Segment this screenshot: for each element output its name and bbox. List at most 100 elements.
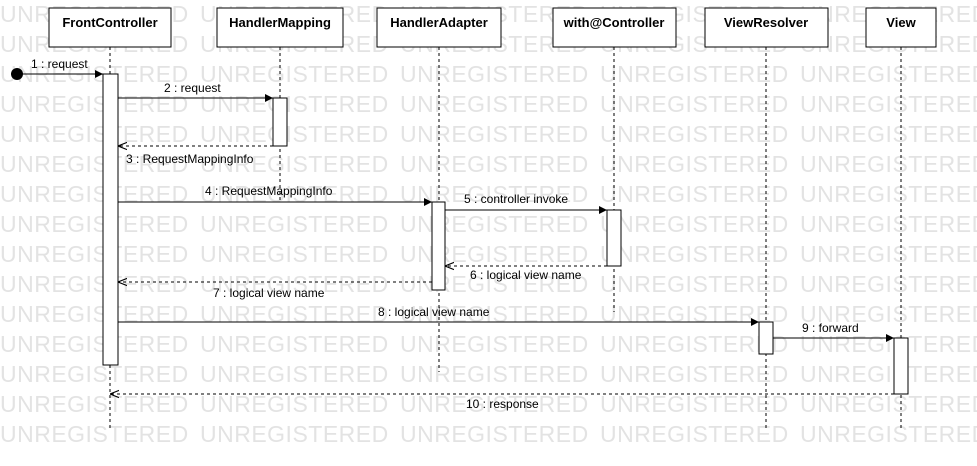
message-label: 10 : response <box>466 397 539 411</box>
watermark-text: UNREGISTERED <box>800 301 977 327</box>
watermark-text: UNREGISTERED <box>200 61 389 87</box>
participant-handleradapter[interactable]: HandlerAdapter <box>376 7 502 48</box>
watermark-text: UNREGISTERED <box>400 211 589 237</box>
watermark-text: UNREGISTERED <box>200 301 389 327</box>
message-label: 8 : logical view name <box>378 305 490 319</box>
activation-frontcontroller <box>102 73 119 366</box>
watermark-text: UNREGISTERED <box>600 271 789 297</box>
message-5: 5 : controller invoke <box>445 192 607 214</box>
watermark-text: UNREGISTERED <box>200 91 389 117</box>
participant-label: with@Controller <box>563 15 665 30</box>
watermark: UNREGISTERED UNREGISTERED UNREGISTERED UNRE… <box>0 1 977 447</box>
watermark-text: UNREGISTERED <box>800 391 977 417</box>
watermark-text: UNREGISTERED <box>600 121 789 147</box>
watermark-text: UNREGISTERED <box>0 391 189 417</box>
participant-label: HandlerMapping <box>229 15 331 30</box>
watermark-text: UNREGISTERED <box>800 121 977 147</box>
watermark-text: UNREGISTERED <box>0 301 189 327</box>
watermark-text: UNREGISTERED <box>800 151 977 177</box>
message-label: 7 : logical view name <box>213 286 325 300</box>
participants: FrontController HandlerMapping HandlerAd… <box>48 7 937 48</box>
watermark-text: UNREGISTERED <box>600 391 789 417</box>
message-8: 8 : logical view name <box>118 305 759 326</box>
messages: 1 : request 2 : request 3 : RequestMappi… <box>11 57 894 411</box>
watermark-text: UNREGISTERED <box>600 421 789 447</box>
message-3: 3 : RequestMappingInfo <box>118 146 273 166</box>
participant-label: ViewResolver <box>724 15 808 30</box>
message-7: 7 : logical view name <box>118 282 432 300</box>
watermark-text: UNREGISTERED <box>0 181 189 207</box>
watermark-text: UNREGISTERED <box>800 181 977 207</box>
watermark-text: UNREGISTERED <box>200 181 389 207</box>
watermark-text: UNREGISTERED <box>600 61 789 87</box>
watermark-text: UNREGISTERED <box>200 271 389 297</box>
message-label: 3 : RequestMappingInfo <box>126 152 254 166</box>
activation-handleradapter <box>431 201 446 291</box>
watermark-text: UNREGISTERED <box>800 241 977 267</box>
message-10: 10 : response <box>110 394 894 411</box>
message-label: 2 : request <box>164 81 221 95</box>
participant-controller[interactable]: with@Controller <box>552 7 677 48</box>
activation-view <box>893 337 909 395</box>
watermark-text: UNREGISTERED <box>400 151 589 177</box>
watermark-text: UNREGISTERED <box>400 91 589 117</box>
message-2: 2 : request <box>118 81 273 102</box>
activation-viewresolver <box>758 321 774 355</box>
message-4: 4 : RequestMappingInfo <box>118 184 432 206</box>
watermark-text: UNREGISTERED <box>400 241 589 267</box>
participant-frontcontroller[interactable]: FrontController <box>48 7 172 48</box>
watermark-text: UNREGISTERED <box>400 301 589 327</box>
watermark-text: UNREGISTERED <box>200 391 389 417</box>
watermark-text: UNREGISTERED <box>0 211 189 237</box>
watermark-text: UNREGISTERED <box>600 331 789 357</box>
watermark-text: UNREGISTERED <box>0 241 189 267</box>
watermark-text: UNREGISTERED <box>400 271 589 297</box>
message-9: 9 : forward <box>773 321 894 342</box>
watermark-text: UNREGISTERED <box>600 181 789 207</box>
watermark-text: UNREGISTERED <box>0 361 189 387</box>
watermark-text: UNREGISTERED <box>600 151 789 177</box>
watermark-text: UNREGISTERED <box>0 151 189 177</box>
watermark-text: UNREGISTERED <box>200 211 389 237</box>
watermark-text: UNREGISTERED <box>200 361 389 387</box>
watermark-text: UNREGISTERED <box>0 91 189 117</box>
participant-handlermapping[interactable]: HandlerMapping <box>216 7 344 48</box>
activation-controller <box>606 209 622 267</box>
watermark-text: UNREGISTERED <box>0 421 189 447</box>
message-label: 1 : request <box>31 57 88 71</box>
message-6: 6 : logical view name <box>445 266 607 282</box>
watermark-text: UNREGISTERED <box>0 121 189 147</box>
watermark-text: UNREGISTERED <box>800 361 977 387</box>
participant-label: HandlerAdapter <box>390 15 488 30</box>
watermark-text: UNREGISTERED <box>400 391 589 417</box>
watermark-text: UNREGISTERED <box>400 121 589 147</box>
watermark-text: UNREGISTERED <box>0 271 189 297</box>
participant-label: FrontController <box>62 15 157 30</box>
activation-handlermapping <box>272 97 288 147</box>
watermark-text: UNREGISTERED <box>800 91 977 117</box>
watermark-text: UNREGISTERED <box>800 421 977 447</box>
watermark-text: UNREGISTERED <box>200 151 389 177</box>
message-1: 1 : request <box>11 57 103 80</box>
watermark-text: UNREGISTERED <box>400 361 589 387</box>
message-label: 6 : logical view name <box>470 268 582 282</box>
watermark-text: UNREGISTERED <box>800 271 977 297</box>
watermark-text: UNREGISTERED <box>200 421 389 447</box>
watermark-text: UNREGISTERED <box>600 91 789 117</box>
message-label: 4 : RequestMappingInfo <box>205 184 333 198</box>
watermark-text: UNREGISTERED <box>200 241 389 267</box>
activations <box>102 73 909 395</box>
watermark-text: UNREGISTERED <box>200 121 389 147</box>
watermark-text: UNREGISTERED <box>400 331 589 357</box>
watermark-text: UNREGISTERED <box>800 211 977 237</box>
participant-viewresolver[interactable]: ViewResolver <box>704 7 829 48</box>
watermark-text: UNREGISTERED <box>200 331 389 357</box>
watermark-text: UNREGISTERED <box>600 361 789 387</box>
watermark-text: UNREGISTERED <box>0 331 189 357</box>
watermark-text: UNREGISTERED <box>600 211 789 237</box>
participant-view[interactable]: View <box>865 7 937 48</box>
watermark-text: UNREGISTERED <box>400 61 589 87</box>
participant-label: View <box>886 15 916 30</box>
message-label: 5 : controller invoke <box>464 192 568 206</box>
